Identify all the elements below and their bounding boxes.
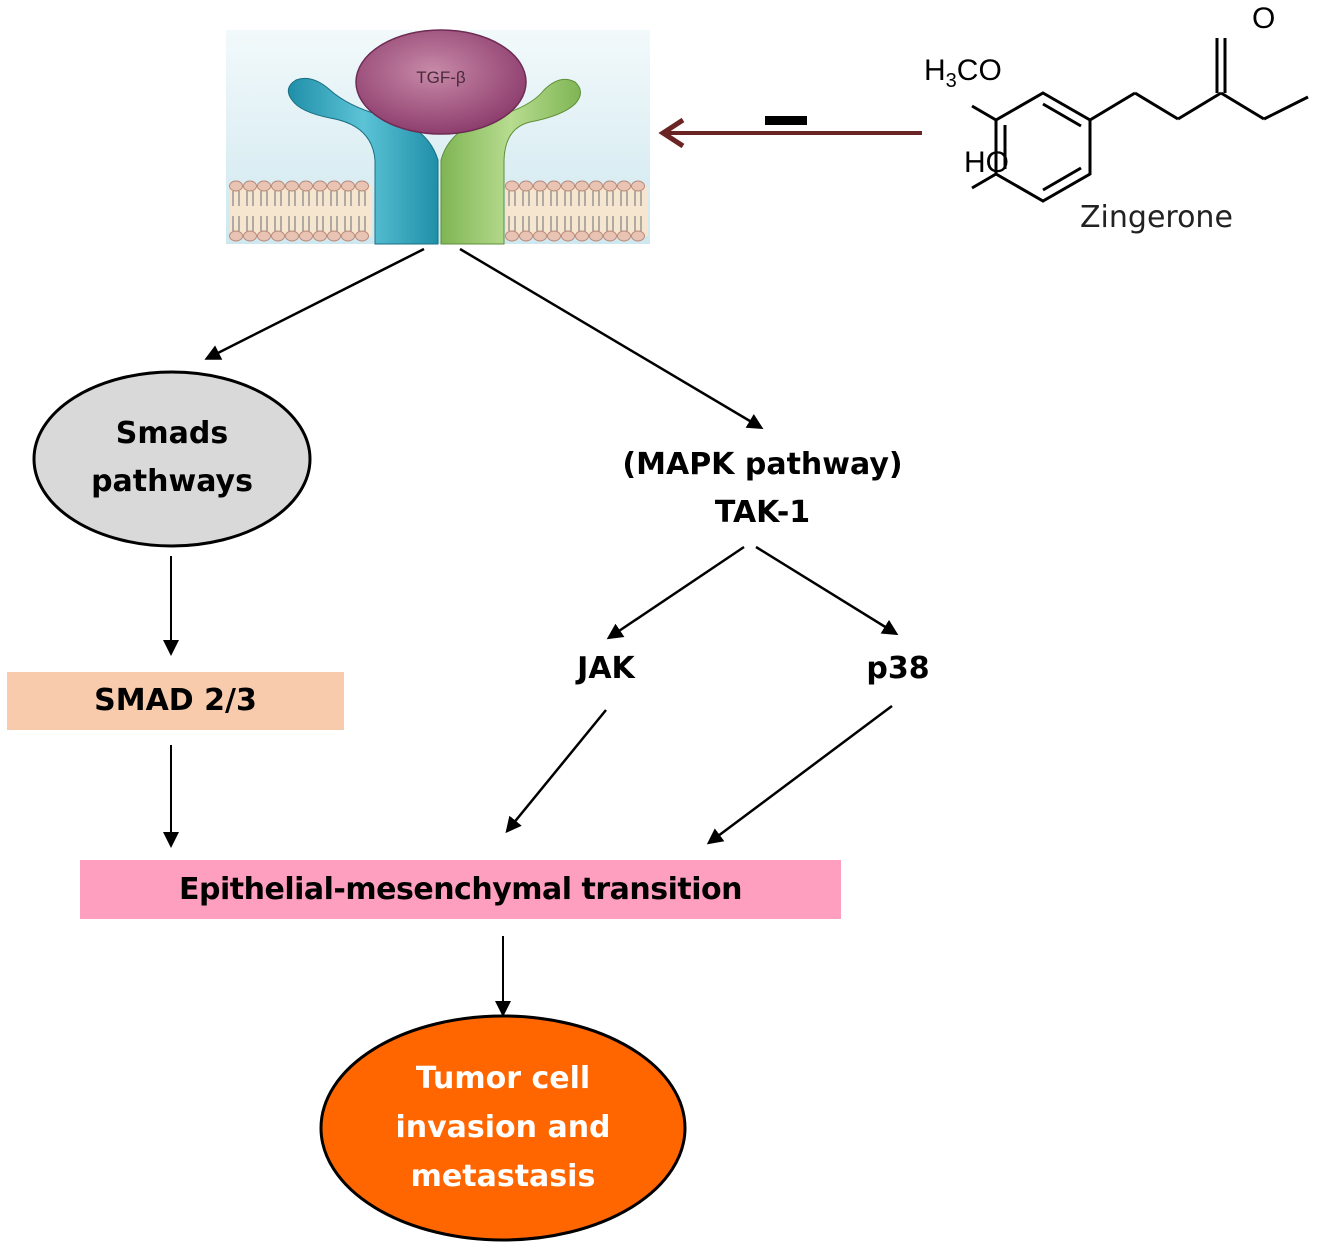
tgf-beta-ligand	[355, 29, 527, 135]
lipid-head	[327, 180, 341, 192]
lipid-head	[229, 230, 243, 242]
lipid-head	[271, 180, 285, 192]
edge-p38-emt	[706, 704, 893, 845]
lipid-head	[341, 230, 355, 242]
lipid-head	[533, 230, 547, 242]
lipid-head	[313, 230, 327, 242]
lipid-head	[575, 230, 589, 242]
lipid-head	[617, 180, 631, 192]
zingerone-label: Zingerone	[1080, 200, 1233, 235]
lipid-head	[631, 230, 645, 242]
lipid-head	[257, 180, 271, 192]
zingerone-structure	[971, 38, 1309, 203]
edge-mapk-jak	[606, 545, 745, 640]
lipid-head	[519, 180, 533, 192]
emt-node-shape	[80, 860, 841, 919]
lipid-head	[299, 230, 313, 242]
mapk-node-label: (MAPK pathway) TAK-1	[622, 447, 903, 530]
lipid-head	[519, 230, 533, 242]
p38-node-label: p38	[866, 651, 930, 686]
lipid-head	[271, 230, 285, 242]
jak-node-label: JAK	[577, 651, 635, 686]
lipid-head	[589, 180, 603, 192]
lipid-head	[617, 230, 631, 242]
lipid-head	[547, 230, 561, 242]
smad23-node-label: SMAD 2/3	[94, 683, 257, 718]
edge-jak-emt	[505, 709, 607, 834]
lipid-head	[505, 230, 519, 242]
inhibition-arrowhead	[658, 117, 685, 149]
cell-membrane	[229, 180, 648, 242]
lipid-head	[243, 230, 257, 242]
lipid-head	[631, 180, 645, 192]
inhibition-symbol	[765, 116, 807, 125]
lipid-head	[341, 180, 355, 192]
lipid-head	[355, 180, 369, 192]
lipid-head	[299, 180, 313, 192]
edge-receptor-mapk	[459, 247, 764, 430]
lipid-head	[603, 180, 617, 192]
edge-mapk-p38	[755, 545, 899, 636]
lipid-head	[561, 180, 575, 192]
lipid-head	[327, 230, 341, 242]
lipid-head	[285, 230, 299, 242]
lipid-head	[505, 180, 519, 192]
carbonyl-oxygen-label: O	[1252, 2, 1276, 35]
tgf-beta-receptor-illustration	[226, 29, 650, 245]
smads-node-label: Smads pathways	[91, 416, 253, 499]
lipid-head	[229, 180, 243, 192]
lipid-head	[313, 180, 327, 192]
hydroxyl-group-label: HO	[964, 146, 1009, 179]
lipid-head	[243, 180, 257, 192]
edge-receptor-smads	[204, 247, 425, 360]
lipid-head	[561, 230, 575, 242]
ligand-label: TGF-β	[416, 68, 466, 87]
lipid-head	[285, 180, 299, 192]
emt-node-label: Epithelial-mesenchymal transition	[179, 871, 742, 907]
lipid-head	[547, 180, 561, 192]
tumor-node-label: Tumor cell invasion and metastasis	[395, 1061, 611, 1194]
lipid-head	[355, 230, 369, 242]
lipid-head	[257, 230, 271, 242]
methoxy-group-label: H3CO	[924, 54, 1002, 92]
smads-node-shape	[32, 370, 312, 548]
lipid-head	[603, 230, 617, 242]
lipid-head	[589, 230, 603, 242]
lipid-head	[533, 180, 547, 192]
lipid-head	[575, 180, 589, 192]
smad23-node-shape	[7, 672, 344, 730]
